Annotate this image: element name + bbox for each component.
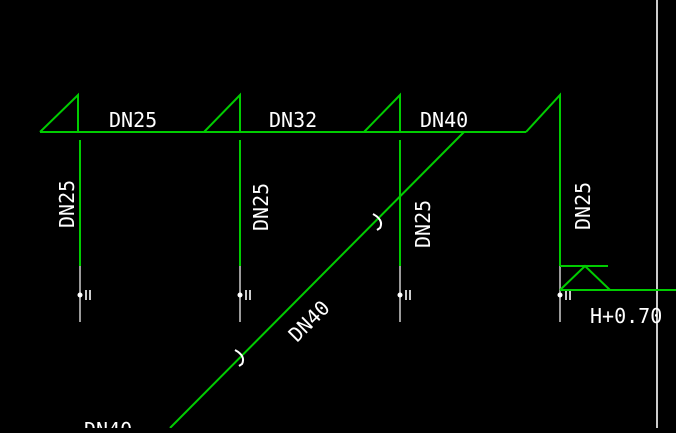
valve-icon-3[interactable] [397, 290, 411, 300]
label-bottom: DN40 [84, 418, 132, 428]
label-riser-1: DN25 [55, 180, 79, 228]
fixture-triangle-icon [559, 264, 676, 291]
riser-right[interactable] [525, 92, 561, 295]
diagonal-pipe[interactable] [169, 131, 465, 429]
label-riser-4: DN25 [571, 182, 595, 230]
label-diagonal: DN40 [284, 296, 335, 347]
label-riser-2: DN25 [249, 183, 273, 231]
label-riser-3: DN25 [411, 200, 435, 248]
valve-icon-2[interactable] [237, 290, 251, 300]
label-main-dn25: DN25 [109, 108, 157, 132]
break-mark-2 [203, 92, 241, 133]
label-main-dn40: DN40 [420, 108, 468, 132]
valve-icon-4[interactable] [557, 290, 571, 300]
label-elevation: H+0.70 [590, 304, 662, 328]
valve-icon-1[interactable] [77, 290, 91, 300]
break-mark-1 [39, 92, 79, 133]
break-hook-1 [372, 213, 383, 231]
label-main-dn32: DN32 [269, 108, 317, 132]
break-hook-2 [234, 349, 245, 367]
break-mark-3 [363, 92, 401, 133]
